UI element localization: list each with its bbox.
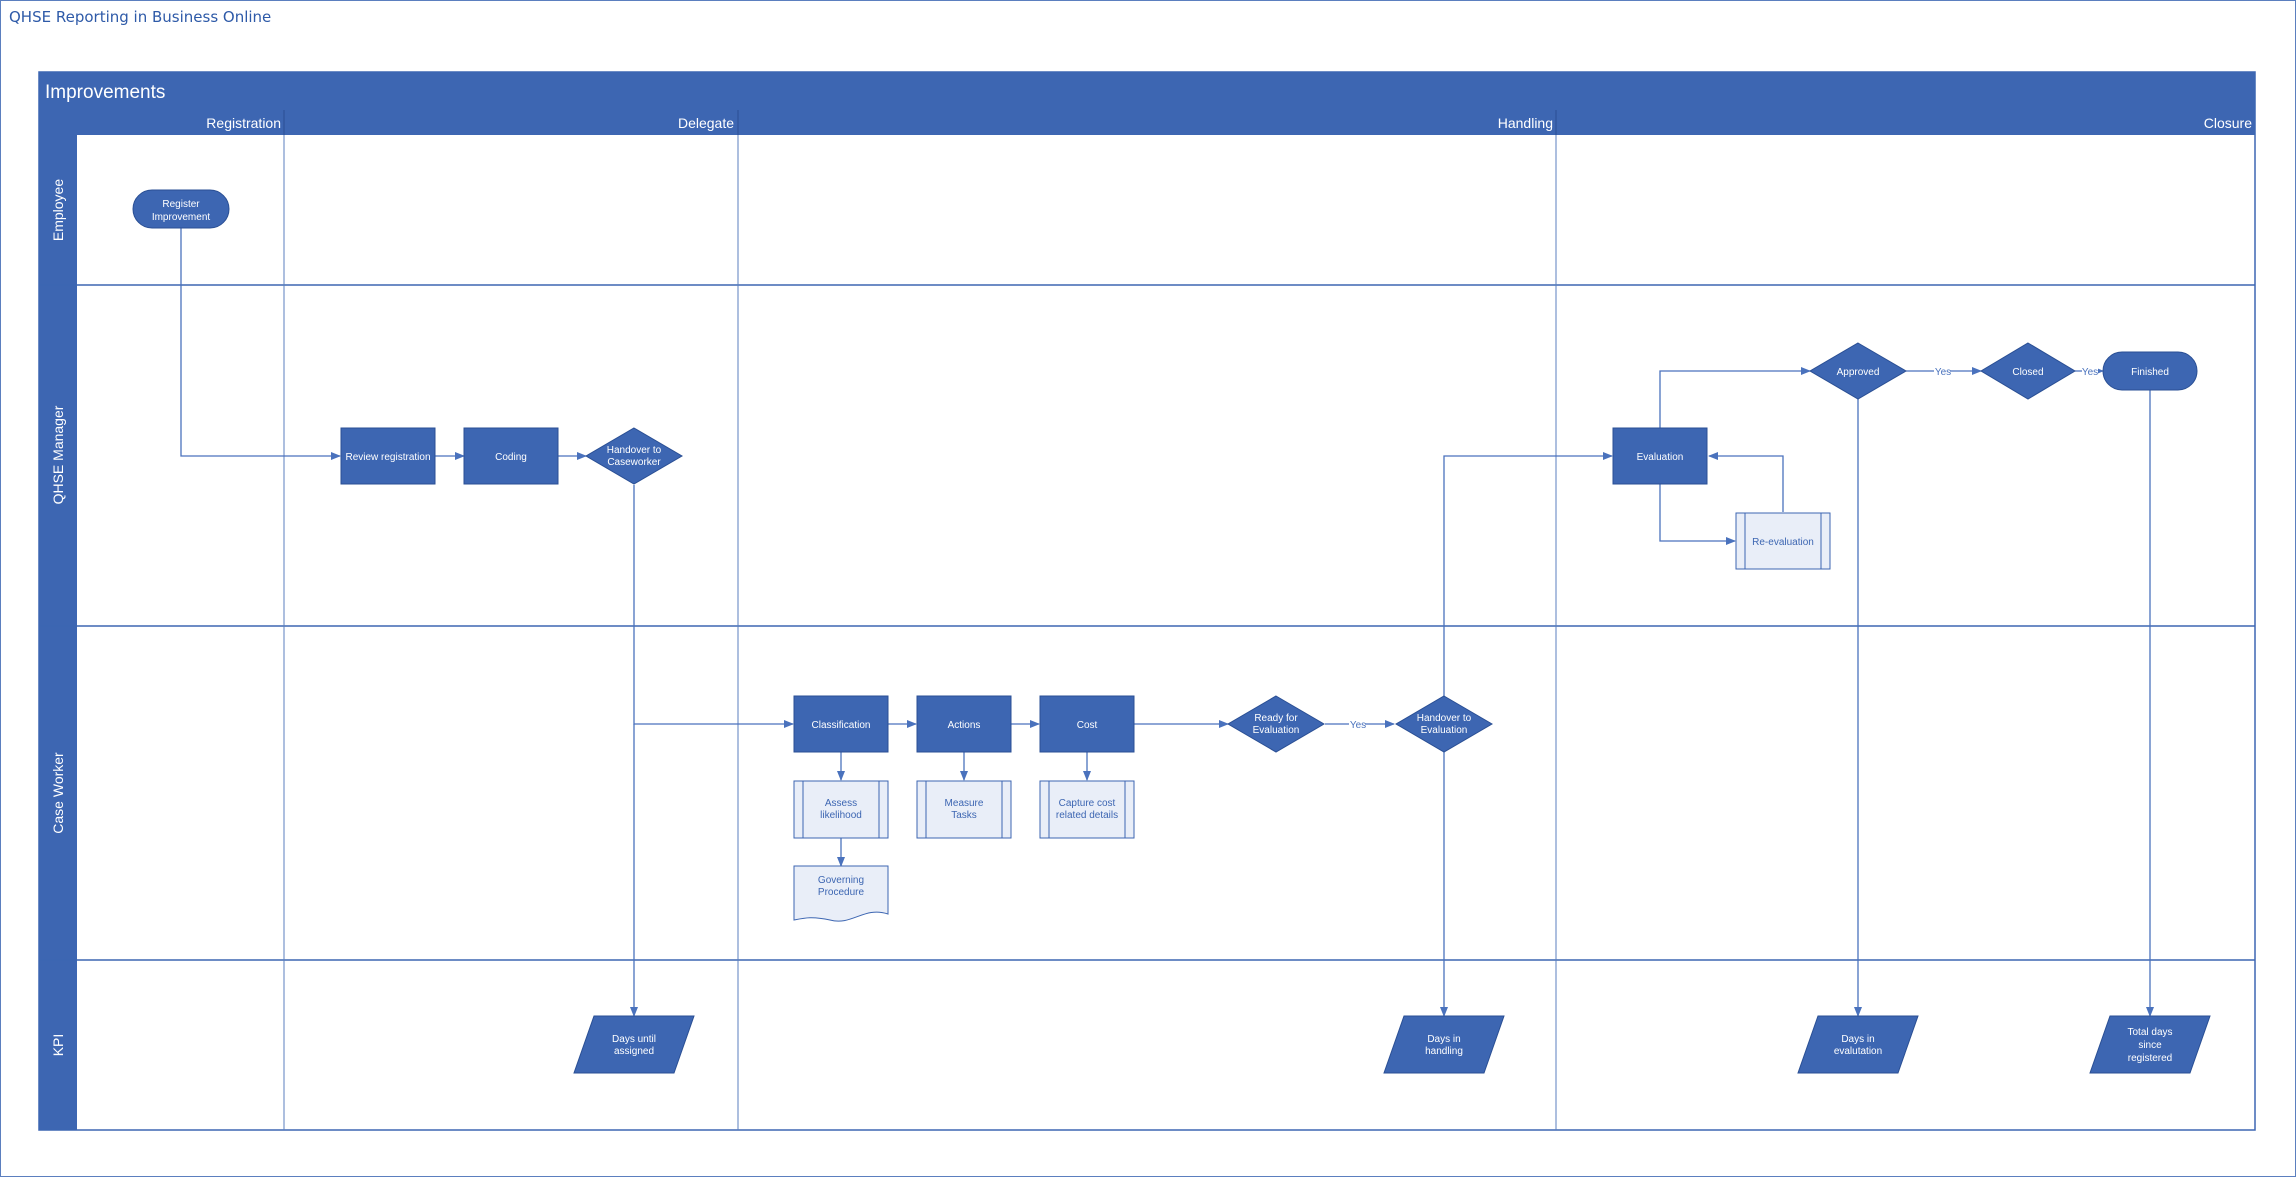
node-evaluation[interactable]: Evaluation bbox=[1612, 427, 1708, 485]
node-kpi-days-until-assigned[interactable]: Days until assigned bbox=[573, 1015, 695, 1074]
lane-label-column bbox=[39, 135, 77, 1130]
node-measure-tasks[interactable]: Measure Tasks bbox=[916, 780, 1012, 839]
svg-text:evalutation: evalutation bbox=[1834, 1046, 1882, 1057]
svg-text:Classification: Classification bbox=[812, 720, 871, 731]
lane-label-qhse-manager: QHSE Manager bbox=[50, 405, 66, 504]
lane-separators bbox=[39, 284, 2255, 961]
phase-label-registration: Registration bbox=[206, 115, 281, 131]
lane-label-employee: Employee bbox=[50, 179, 66, 241]
svg-text:Evaluation: Evaluation bbox=[1421, 725, 1468, 736]
lane-label-case-worker: Case Worker bbox=[50, 752, 66, 834]
edge-label-approved-yes: Yes bbox=[1935, 367, 1951, 378]
phase-label-delegate: Delegate bbox=[678, 115, 734, 131]
node-cost[interactable]: Cost bbox=[1039, 695, 1135, 753]
svg-text:since: since bbox=[2138, 1040, 2162, 1051]
svg-text:Governing: Governing bbox=[818, 875, 864, 886]
node-re-evaluation[interactable]: Re-evaluation bbox=[1735, 512, 1831, 570]
phase-label-closure: Closure bbox=[2204, 115, 2252, 131]
svg-text:Days in: Days in bbox=[1841, 1034, 1874, 1045]
edge-register-review bbox=[180, 228, 341, 460]
node-kpi-total-days[interactable]: Total days since registered bbox=[2089, 1015, 2211, 1074]
svg-text:Closed: Closed bbox=[2012, 367, 2043, 378]
node-classification[interactable]: Classification bbox=[793, 695, 889, 753]
svg-text:registered: registered bbox=[2128, 1053, 2172, 1064]
svg-text:Coding: Coding bbox=[495, 452, 527, 463]
svg-text:Capture cost: Capture cost bbox=[1059, 798, 1116, 809]
edge-evaluation-reevaluation bbox=[1659, 484, 1736, 545]
edge-handover-classification bbox=[633, 485, 794, 728]
diagram-border bbox=[38, 71, 2256, 1131]
svg-text:Handover to: Handover to bbox=[1417, 713, 1472, 724]
svg-text:Improvement: Improvement bbox=[152, 212, 211, 223]
svg-text:Days until: Days until bbox=[612, 1034, 656, 1045]
node-ready-for-evaluation[interactable]: Ready for Evaluation bbox=[1227, 695, 1325, 753]
svg-text:Register: Register bbox=[162, 199, 200, 210]
edge-label-closed-yes: Yes bbox=[2082, 367, 2098, 378]
phase-label-handling: Handling bbox=[1498, 115, 1553, 131]
node-capture-cost-details[interactable]: Capture cost related details bbox=[1039, 780, 1135, 839]
node-actions[interactable]: Actions bbox=[916, 695, 1012, 753]
svg-text:Actions: Actions bbox=[948, 720, 981, 731]
svg-text:Assess: Assess bbox=[825, 798, 857, 809]
lane-label-kpi: KPI bbox=[50, 1034, 66, 1057]
svg-text:likelihood: likelihood bbox=[820, 810, 862, 821]
node-assess-likelihood[interactable]: Assess likelihood bbox=[793, 780, 889, 839]
svg-text:Ready for: Ready for bbox=[1254, 713, 1298, 724]
node-approved[interactable]: Approved bbox=[1809, 342, 1907, 400]
svg-text:related details: related details bbox=[1056, 810, 1118, 821]
node-kpi-days-in-handling[interactable]: Days in handling bbox=[1383, 1015, 1505, 1074]
svg-text:Review registration: Review registration bbox=[345, 452, 430, 463]
node-handover-to-caseworker[interactable]: Handover to Caseworker bbox=[585, 427, 683, 485]
svg-text:handling: handling bbox=[1425, 1046, 1463, 1057]
svg-text:Total days: Total days bbox=[2127, 1027, 2172, 1038]
edge-evaluation-approved bbox=[1659, 367, 1811, 428]
edge-label-ready-yes: Yes bbox=[1350, 720, 1366, 731]
svg-text:Evaluation: Evaluation bbox=[1637, 452, 1684, 463]
connectors bbox=[180, 228, 2154, 1017]
svg-text:Tasks: Tasks bbox=[951, 810, 977, 821]
svg-text:Cost: Cost bbox=[1077, 720, 1098, 731]
phase-separators bbox=[283, 135, 1557, 1130]
diagram-title: Improvements bbox=[45, 82, 165, 103]
svg-text:assigned: assigned bbox=[614, 1046, 654, 1057]
svg-text:Procedure: Procedure bbox=[818, 887, 865, 898]
node-handover-to-evaluation[interactable]: Handover to Evaluation bbox=[1395, 695, 1493, 753]
diagram-title-bar bbox=[39, 72, 2255, 110]
node-governing-procedure[interactable]: Governing Procedure bbox=[793, 865, 889, 922]
svg-text:Finished: Finished bbox=[2131, 367, 2169, 378]
svg-text:Days in: Days in bbox=[1427, 1034, 1460, 1045]
svg-text:Measure: Measure bbox=[945, 798, 984, 809]
node-register-improvement[interactable]: Register Improvement bbox=[132, 189, 230, 229]
node-closed[interactable]: Closed bbox=[1980, 342, 2076, 400]
node-kpi-days-in-evaluation[interactable]: Days in evalutation bbox=[1797, 1015, 1919, 1074]
node-finished[interactable]: Finished bbox=[2102, 351, 2198, 391]
edge-reevaluation-evaluation bbox=[1708, 452, 1784, 512]
svg-text:Caseworker: Caseworker bbox=[607, 457, 661, 468]
page-title: QHSE Reporting in Business Online bbox=[9, 8, 272, 26]
svg-text:Handover to: Handover to bbox=[607, 445, 662, 456]
node-coding[interactable]: Coding bbox=[463, 427, 559, 485]
svg-text:Approved: Approved bbox=[1837, 367, 1880, 378]
svg-text:Re-evaluation: Re-evaluation bbox=[1752, 537, 1814, 548]
node-review-registration[interactable]: Review registration bbox=[340, 427, 436, 485]
phase-header-bar bbox=[39, 110, 2255, 135]
edge-handover-evaluation bbox=[1443, 452, 1613, 696]
svg-text:Evaluation: Evaluation bbox=[1253, 725, 1300, 736]
